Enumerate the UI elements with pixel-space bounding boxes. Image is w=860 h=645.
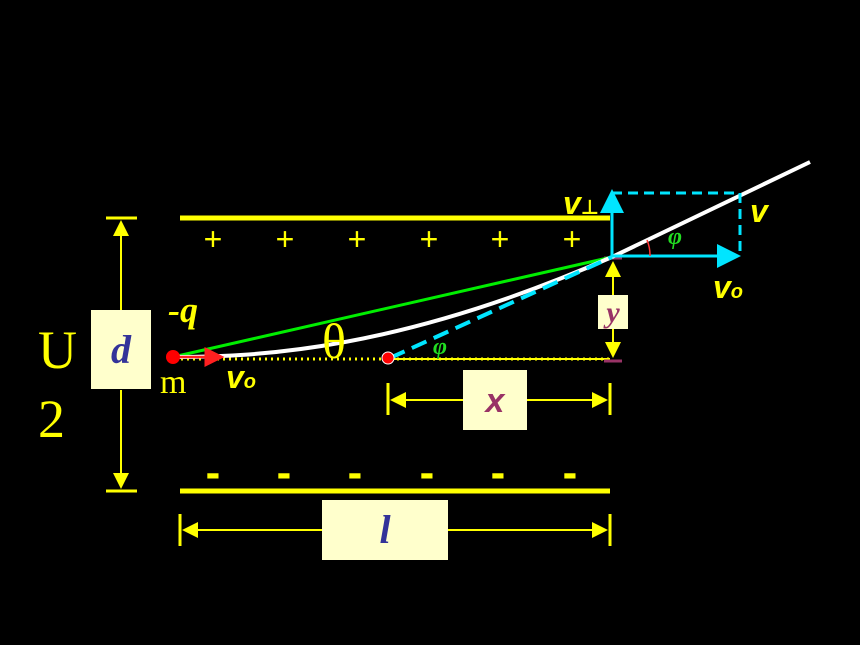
phi-label-top: φ xyxy=(668,224,682,250)
v-x-symbol: v xyxy=(713,269,733,305)
plus-sign: + xyxy=(491,221,510,257)
tangent-line xyxy=(389,255,613,360)
minus-sign: - xyxy=(206,448,221,497)
theta-label: θ xyxy=(322,313,346,369)
v-x-subscript: o xyxy=(731,281,743,303)
minus-sign: - xyxy=(348,448,363,497)
charge-label: -q xyxy=(168,290,198,330)
y-label-box xyxy=(598,295,628,329)
x-label: x xyxy=(484,382,507,420)
particle xyxy=(166,350,180,364)
initial-velocity-label: vo xyxy=(226,359,256,395)
voltage-label: U xyxy=(38,320,77,380)
initial-velocity-subscript: o xyxy=(244,371,256,393)
d-label: d xyxy=(111,327,132,372)
plus-sign: + xyxy=(563,221,582,257)
v-perp-label: v⊥ xyxy=(563,185,599,221)
plus-sign: + xyxy=(204,221,223,257)
minus-signs: - - - - - - xyxy=(206,448,578,497)
d-label-box xyxy=(91,310,151,389)
initial-velocity-symbol: v xyxy=(226,359,246,395)
voltage-subscript: 2 xyxy=(38,389,65,449)
l-label-box xyxy=(322,500,448,560)
minus-sign: - xyxy=(563,448,578,497)
phi-label-bottom: φ xyxy=(433,334,447,360)
midpoint-dot xyxy=(381,351,395,365)
chord-line xyxy=(172,255,613,359)
trajectory-curve xyxy=(172,160,811,359)
plus-sign: + xyxy=(420,221,439,257)
y-label: y xyxy=(603,296,620,329)
mass-label: m xyxy=(160,364,186,401)
l-label: l xyxy=(379,507,391,552)
v-perp-subscript: ⊥ xyxy=(581,197,599,219)
plus-signs: + + + + + + xyxy=(204,221,582,257)
minus-sign: - xyxy=(491,448,506,497)
v-perp-symbol: v xyxy=(563,185,583,221)
velocity-label: v xyxy=(750,193,770,229)
plus-sign: + xyxy=(348,221,367,257)
v-x-label: vo xyxy=(713,269,743,305)
x-label-box xyxy=(463,370,527,430)
minus-sign: - xyxy=(420,448,435,497)
phi-arc-top xyxy=(646,239,651,257)
minus-sign: - xyxy=(277,448,292,497)
plus-sign: + xyxy=(276,221,295,257)
